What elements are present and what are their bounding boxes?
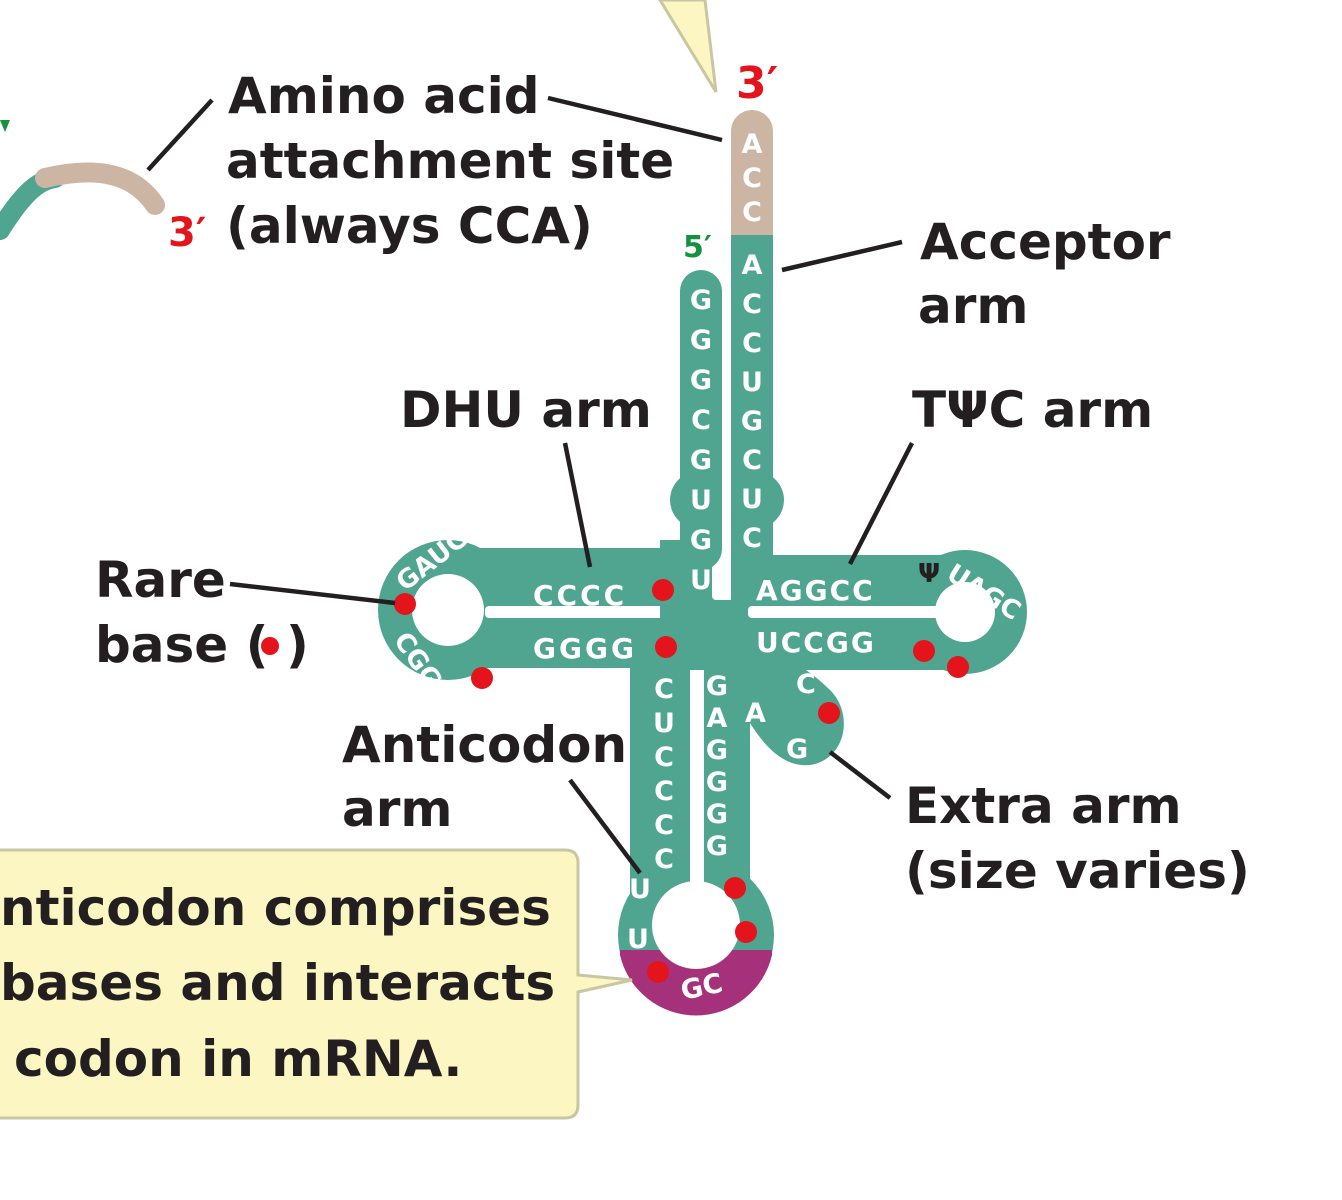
- anticodon-arm-label-line2: arm: [342, 780, 453, 838]
- acceptor-3prime-base: C: [742, 328, 762, 359]
- acceptor-stem: [670, 110, 784, 600]
- left-strand-cca: [35, 162, 165, 215]
- anticodon-stem-right-base: G: [706, 671, 728, 702]
- leader-acceptor: [781, 239, 903, 273]
- variable-loop-base-2: A: [745, 698, 766, 729]
- acceptor-5prime-base: G: [690, 525, 712, 556]
- rare-dot: [818, 702, 840, 724]
- amino-acid-label-line3: (always CCA): [226, 197, 593, 255]
- top-callout-pointer: [658, 0, 718, 93]
- anticodon-callout: nticodon comprises bases and interacts c…: [0, 848, 633, 1120]
- variable-loop-base-1: C: [796, 669, 816, 700]
- five-prime-label: 5′: [683, 230, 712, 265]
- callout-line1: nticodon comprises: [0, 879, 551, 937]
- acceptor-3prime-base: C: [742, 445, 762, 476]
- tpsic-upper-bases: AGGCC: [756, 574, 875, 607]
- anticodon-arm: [618, 640, 774, 1016]
- tpsic-label: TΨC arm: [912, 381, 1153, 439]
- leader-anticodon: [568, 778, 642, 875]
- rare-dot: [655, 636, 677, 658]
- three-prime-left-label: 3′: [168, 210, 206, 256]
- extra-arm: [720, 653, 844, 766]
- rare-dot: [913, 640, 935, 662]
- rare-dot: [394, 593, 416, 615]
- anticodon-stem-left-base: C: [654, 742, 674, 773]
- acceptor-label-line1: Acceptor: [920, 213, 1171, 271]
- cca-base: A: [742, 129, 763, 160]
- rare-base-label-line2-prefix: base (: [95, 616, 268, 674]
- acceptor-5prime-base: C: [691, 405, 711, 436]
- acceptor-5prime-base: G: [690, 365, 712, 396]
- psi-base: Ψ: [918, 559, 940, 589]
- rare-dot: [735, 921, 757, 943]
- acceptor-5prime-base: U: [690, 485, 712, 516]
- anticodon-loop-base-2: U: [627, 924, 649, 955]
- leader-amino-acid-right: [547, 95, 723, 143]
- anticodon-stem-right-base: G: [706, 799, 728, 830]
- left-five-prime-mark: [0, 120, 10, 132]
- rare-dot: [724, 877, 746, 899]
- amino-acid-label-line2: attachment site: [226, 132, 674, 190]
- acceptor-3prime-base: A: [742, 250, 763, 281]
- leader-dhu: [562, 442, 593, 568]
- rare-dot: [947, 656, 969, 678]
- acceptor-5prime-base: U: [690, 565, 712, 596]
- rare-base-label-line2-suffix: ): [286, 616, 309, 674]
- acceptor-3prime-base: C: [742, 289, 762, 320]
- amino-acid-label-line1: Amino acid: [228, 67, 540, 125]
- variable-loop-base-3: G: [786, 734, 808, 765]
- leader-rare-base: [229, 581, 396, 606]
- leader-amino-acid-left: [146, 98, 214, 172]
- extra-arm-label-line1: Extra arm: [905, 777, 1182, 835]
- anticodon-stem-left-base: C: [654, 844, 674, 875]
- acceptor-5prime-base: G: [690, 285, 712, 316]
- anticodon-stem-right-base: A: [707, 703, 728, 734]
- tpsic-lower-bases: UCCGG: [756, 626, 876, 659]
- acceptor-label-line2: arm: [918, 277, 1029, 335]
- dhu-upper-bases: CCCC: [533, 579, 627, 612]
- cca-tail-bases: ACC: [742, 129, 763, 228]
- acceptor-3prime-base: U: [741, 484, 763, 515]
- callout-line2: bases and interacts: [0, 954, 555, 1012]
- dhu-lower-bases: GGGG: [533, 632, 637, 665]
- cca-base: C: [742, 197, 762, 228]
- rare-dot: [652, 579, 674, 601]
- anticodon-loop-base-1: U: [629, 874, 651, 905]
- rare-dot: [647, 961, 669, 983]
- anticodon-stem-left-base: C: [654, 776, 674, 807]
- rare-dot: [471, 667, 493, 689]
- anticodon-stem-right-base: G: [706, 767, 728, 798]
- cca-base: C: [742, 163, 762, 194]
- acceptor-5prime-base: G: [690, 445, 712, 476]
- leader-tpsic: [847, 441, 915, 566]
- acceptor-3prime-base: G: [741, 406, 763, 437]
- callout-line3: codon in mRNA.: [14, 1030, 462, 1088]
- rare-base-label-line1: Rare: [95, 551, 226, 609]
- rare-base-dots: [261, 579, 969, 983]
- anticodon-stem-left-base: C: [654, 674, 674, 705]
- anticodon-stem-right-base: G: [706, 831, 728, 862]
- leader-extra: [828, 750, 892, 800]
- acceptor-3prime-base: U: [741, 367, 763, 398]
- three-prime-top-label: 3′: [736, 58, 778, 109]
- anticodon-arm-label-line1: Anticodon: [342, 716, 627, 774]
- anticodon-stem-left-base: U: [653, 708, 675, 739]
- dhu-label: DHU arm: [400, 381, 652, 439]
- anticodon-stem-left-base: C: [654, 810, 674, 841]
- extra-arm-label-line2: (size varies): [905, 842, 1250, 900]
- acceptor-3prime-base: C: [742, 523, 762, 554]
- anticodon-stem-right-base: G: [706, 735, 728, 766]
- legend-rare-dot: [261, 637, 279, 655]
- acceptor-5prime-base: G: [690, 325, 712, 356]
